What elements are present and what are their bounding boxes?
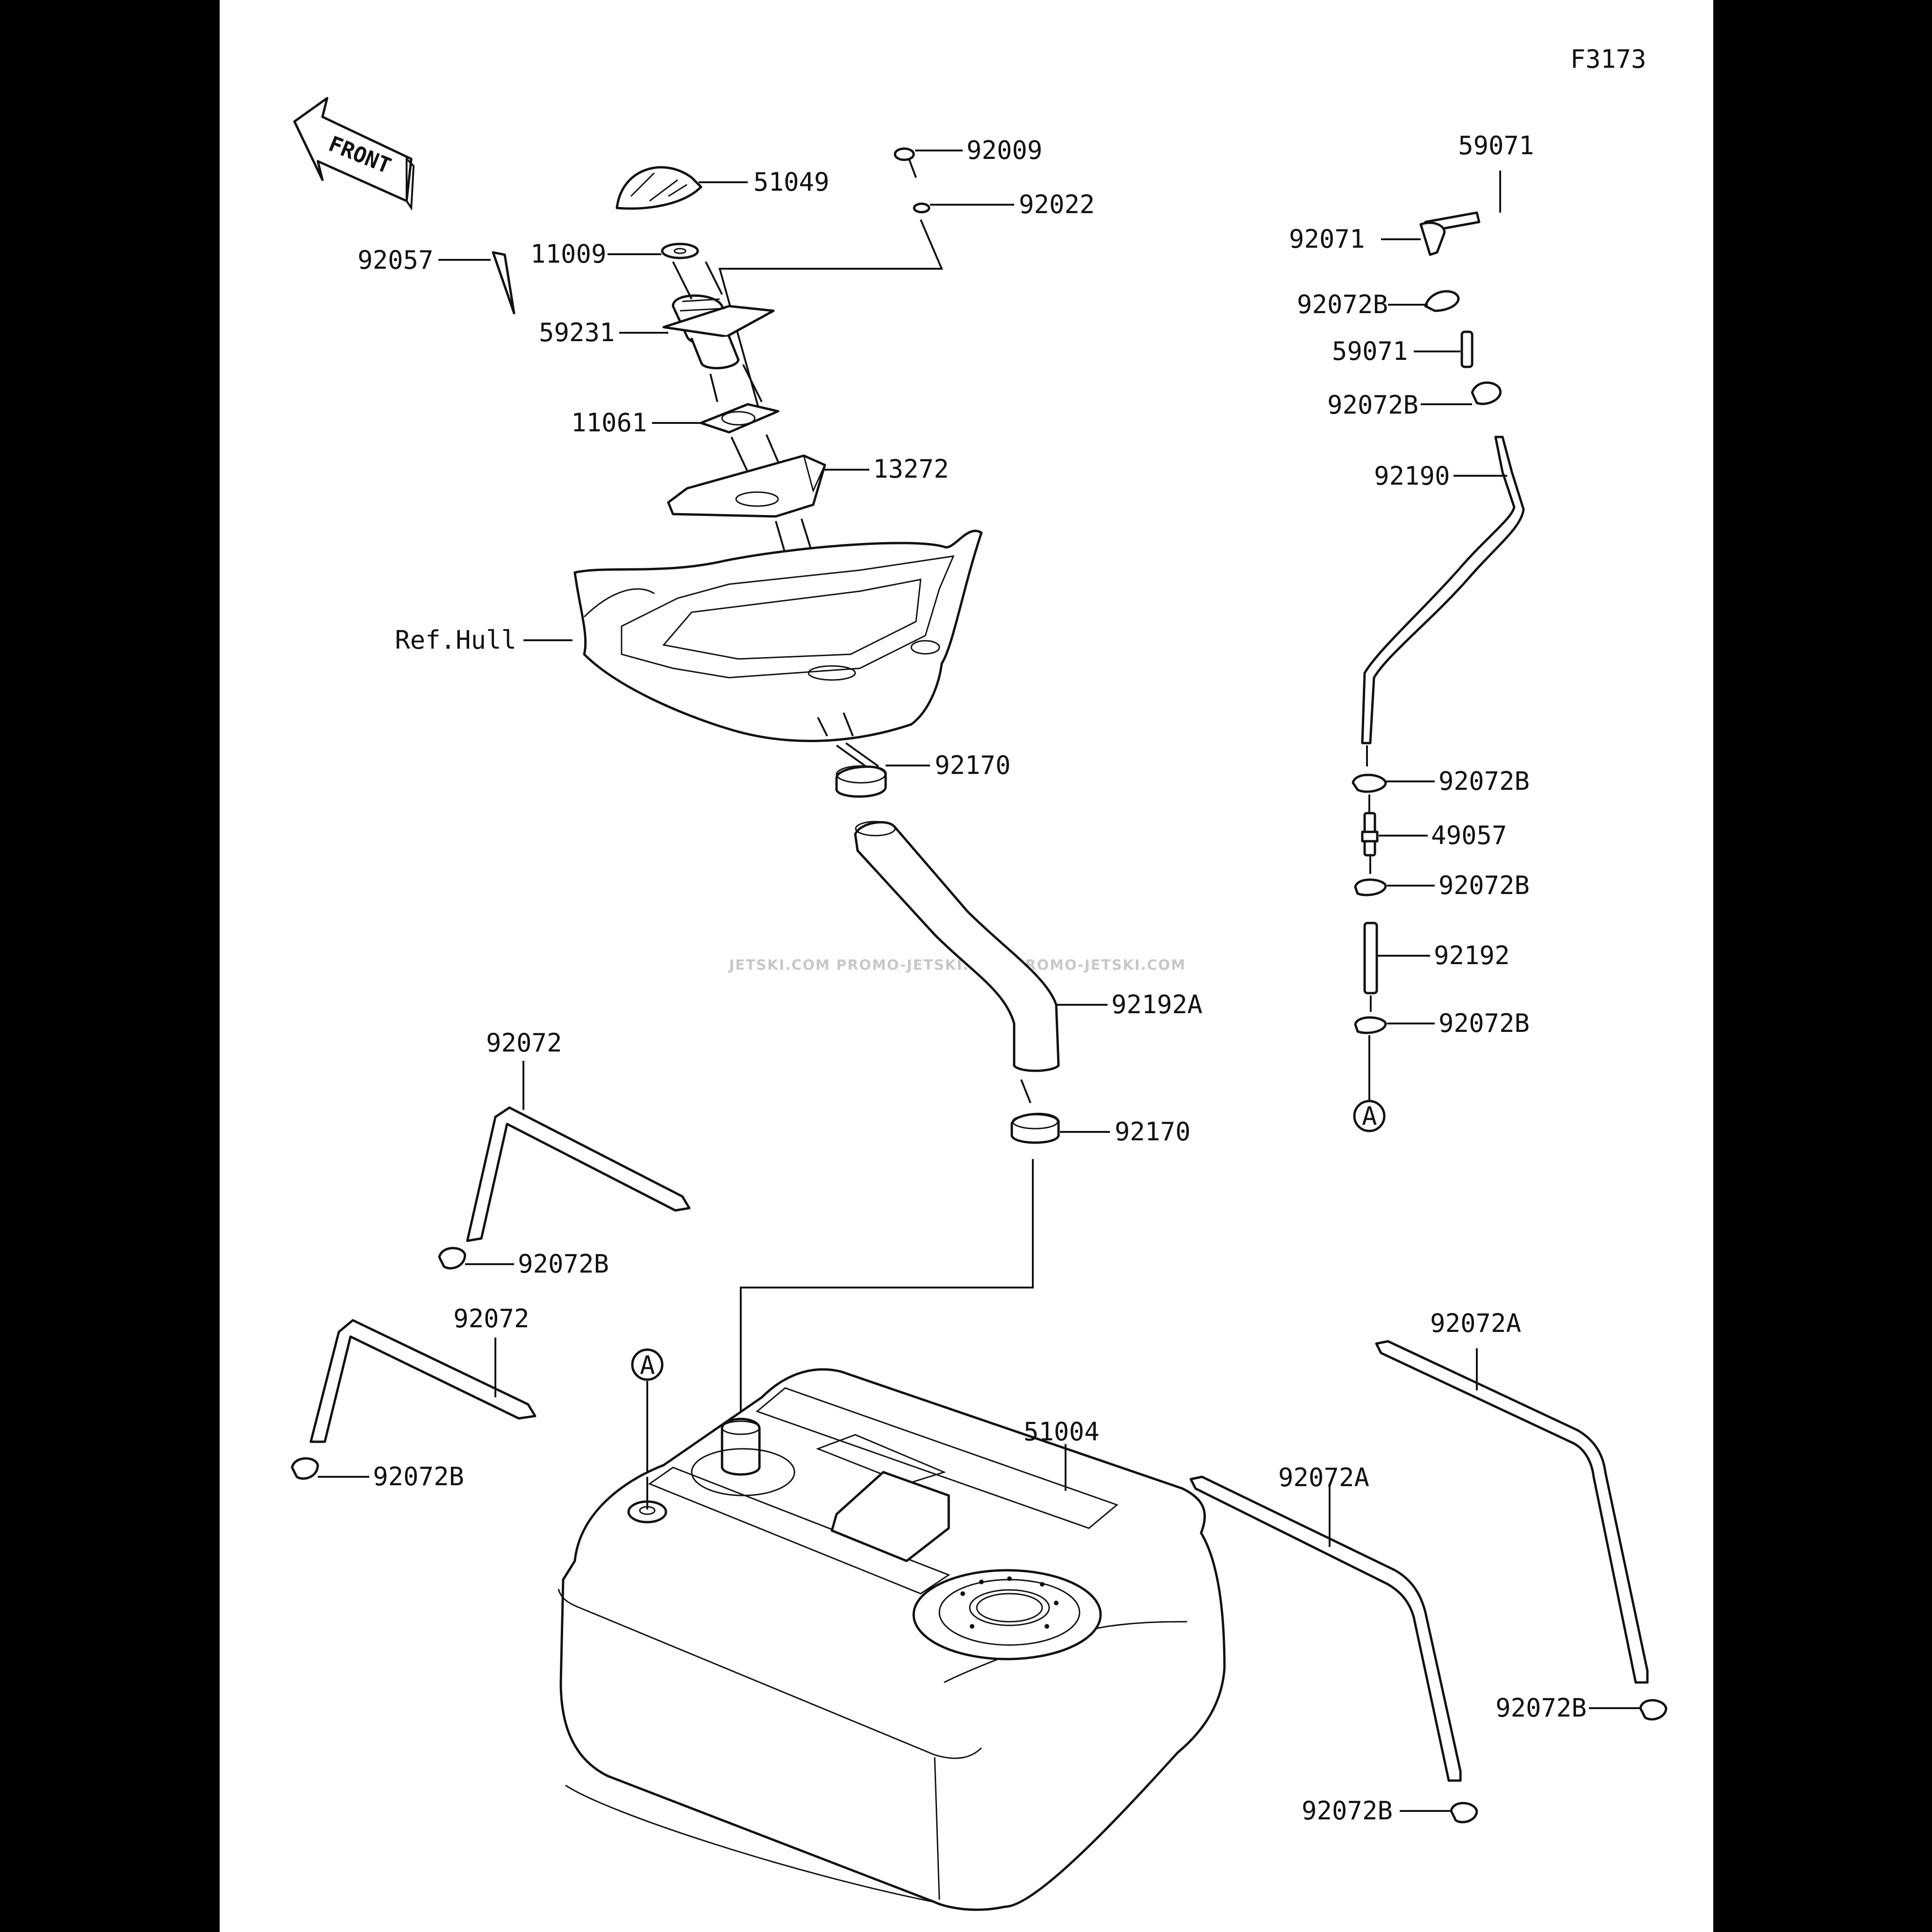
watermark: JETSKI.COM PROMO-JETSKI.COM PROMO-JETSKI… bbox=[728, 957, 1186, 973]
label-11009: 11009 bbox=[530, 239, 607, 269]
label-92072b-8: 92072B bbox=[1496, 1693, 1587, 1723]
part-92072b-clip-2: 92072B bbox=[1327, 381, 1502, 420]
label-92192a: 92192A bbox=[1111, 990, 1202, 1019]
ref-circle-a-left bbox=[631, 1348, 664, 1381]
part-92072a-band-1: 92072A bbox=[1375, 1309, 1649, 1684]
label-92072b-5: 92072B bbox=[1438, 1009, 1530, 1038]
part-92192-hose: 92192 bbox=[1363, 922, 1510, 995]
part-59231-filler-neck: 59231 bbox=[539, 294, 775, 370]
part-92170-clamp-upper: 92170 bbox=[835, 751, 1011, 798]
label-92072b-9: 92072B bbox=[1302, 1796, 1393, 1825]
part-92022-washer: 92022 bbox=[913, 190, 1095, 219]
ref-hull: Ref.Hull bbox=[395, 530, 983, 742]
part-92071-cap: 92071 bbox=[1289, 222, 1446, 256]
part-92072a-band-2: 92072A bbox=[1189, 1463, 1462, 1782]
part-92009-screw: 92009 bbox=[894, 136, 1043, 178]
part-92072-band-1: 92072 bbox=[466, 1028, 691, 1242]
front-arrow-icon: FRONT bbox=[293, 97, 415, 211]
figure-code: F3173 bbox=[1570, 44, 1646, 74]
label-92072b-7: 92072B bbox=[373, 1462, 464, 1491]
label-92009: 92009 bbox=[966, 136, 1043, 165]
label-59231: 59231 bbox=[539, 318, 615, 347]
part-92072b-clip-6: 92072B bbox=[438, 1247, 609, 1279]
label-51004: 51004 bbox=[1023, 1417, 1100, 1446]
ref-circle-a-right bbox=[1353, 1100, 1386, 1132]
part-92072b-clip-4: 92072B bbox=[1354, 871, 1530, 900]
part-51049-cap: 51049 bbox=[615, 166, 830, 210]
label-51049: 51049 bbox=[753, 167, 830, 197]
label-92072b-1: 92072B bbox=[1297, 290, 1388, 319]
part-59071-fitting-top: 59071 bbox=[1424, 131, 1534, 233]
part-13272-bracket: 13272 bbox=[667, 454, 949, 518]
label-92072a-2: 92072A bbox=[1278, 1463, 1369, 1492]
part-51004-fuel-tank: 51004 bbox=[558, 1368, 1226, 1911]
label-92190: 92190 bbox=[1374, 461, 1450, 491]
label-13272: 13272 bbox=[873, 454, 949, 484]
label-92170-upper: 92170 bbox=[935, 751, 1011, 780]
label-92072b-2: 92072B bbox=[1327, 390, 1418, 420]
ref-circle-a-left-label: A bbox=[640, 1351, 655, 1380]
part-92190-hose: 92190 bbox=[1361, 436, 1525, 744]
label-92072b-3: 92072B bbox=[1438, 766, 1530, 796]
label-92072b-6: 92072B bbox=[518, 1249, 609, 1279]
label-92072b-4: 92072B bbox=[1438, 871, 1530, 900]
part-49057-connector: 49057 bbox=[1361, 812, 1507, 857]
label-92072a-1: 92072A bbox=[1430, 1309, 1521, 1338]
label-92192: 92192 bbox=[1434, 941, 1510, 970]
label-92072-2: 92072 bbox=[453, 1304, 530, 1333]
part-92072-band-2: 92072 bbox=[309, 1304, 537, 1443]
part-11061-gasket: 11061 bbox=[571, 403, 780, 437]
label-49057: 49057 bbox=[1431, 821, 1507, 850]
part-92072b-clip-9: 92072B bbox=[1302, 1796, 1478, 1825]
part-92072b-clip-3: 92072B bbox=[1352, 766, 1530, 796]
part-59071-fitting-mid: 59071 bbox=[1332, 330, 1474, 368]
label-92072-1: 92072 bbox=[486, 1028, 562, 1058]
part-11009-gasket: 11009 bbox=[530, 239, 699, 269]
label-92022: 92022 bbox=[1019, 190, 1095, 219]
part-92057-pin: 92057 bbox=[358, 245, 515, 315]
label-92071: 92071 bbox=[1289, 224, 1365, 254]
label-59071-top: 59071 bbox=[1458, 131, 1534, 160]
part-92072b-clip-1: 92072B bbox=[1297, 290, 1460, 319]
part-92072b-clip-5: 92072B bbox=[1354, 1009, 1530, 1038]
part-92170-clamp-lower: 92170 bbox=[1010, 1113, 1191, 1146]
part-92192a-hose: 92192A bbox=[854, 821, 1202, 1072]
label-92057: 92057 bbox=[358, 245, 434, 275]
part-92072b-clip-7: 92072B bbox=[291, 1457, 464, 1491]
part-92072b-clip-8: 92072B bbox=[1496, 1693, 1667, 1723]
ref-hull-label: Ref.Hull bbox=[395, 625, 516, 655]
label-11061: 11061 bbox=[571, 408, 647, 437]
label-59071-mid: 59071 bbox=[1332, 336, 1408, 366]
label-92170-lower: 92170 bbox=[1115, 1117, 1191, 1146]
ref-circle-a-right-label: A bbox=[1362, 1102, 1377, 1131]
